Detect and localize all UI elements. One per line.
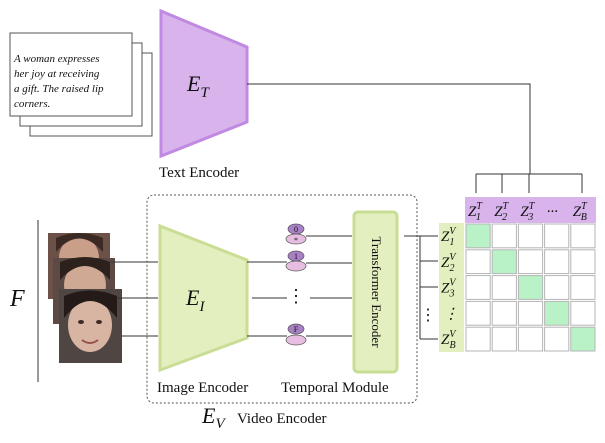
image-encoder-symbol: EI [185,285,205,315]
text-token-bracket [475,173,583,193]
matrix-cell [570,275,596,300]
video-encoder-label: Video Encoder [237,411,326,427]
video-token-bracket-ellipsis: ⋮ [420,307,436,324]
matrix-cell-diagonal [465,223,491,249]
matrix-cell-diagonal [570,326,596,352]
text-encoder-trapezoid [159,8,249,159]
temporal-ellipsis: ⋮ [287,286,305,306]
caption-line-4: corners. [14,98,50,110]
caption-line-2: her joy at receiving [14,68,100,80]
text-encoder-label: Text Encoder [159,165,239,181]
temporal-token-f-label: F [294,325,299,334]
caption-card-front [9,32,133,117]
video-encoder-frame [146,194,418,404]
face-frame-3 [59,289,122,363]
matrix-cell [544,249,570,275]
text-encoder-connector [247,83,531,174]
caption-card-stack: A woman expresses her joy at receiving a… [9,32,153,137]
matrix-cell [570,249,596,275]
matrix-cell [465,275,491,300]
text-token-row-background [465,197,596,223]
image-encoder-trapezoid [158,223,249,373]
image-encoder-label: Image Encoder [157,380,248,396]
matrix-cell [517,326,544,352]
matrix-cell [517,249,544,275]
matrix-cell [465,300,491,326]
text-encoder-symbol: ET [186,71,210,101]
temporal-token-group-f: F [285,323,307,346]
caption-line-3: a gift. The raised lip [14,83,104,95]
matrix-cell [491,223,517,249]
video-token-bracket [419,236,438,340]
caption-line-1: A woman expresses [13,53,100,65]
matrix-cell-diagonal [491,249,517,275]
temporal-token-star-label: * [294,236,298,245]
text-token-4: ··· [547,204,558,220]
transformer-encoder-label: Transformer Encoder [369,236,384,348]
temporal-token-group-0: 0 * [285,223,307,245]
transformer-encoder-box [352,210,399,374]
matrix-cell [491,275,517,300]
temporal-token-1-label: 1 [294,252,298,261]
matrix-cell [465,326,491,352]
matrix-cell [570,300,596,326]
video-token-4: ⋮ [444,306,459,322]
temporal-module-label: Temporal Module [281,380,389,396]
matrix-cell [570,223,596,249]
matrix-cell [544,275,570,300]
matrix-cell [544,223,570,249]
matrix-cell [491,300,517,326]
video-token-column-background [439,223,464,352]
matrix-cell [517,300,544,326]
matrix-cell-diagonal [544,300,570,326]
matrix-cell-diagonal [517,275,544,300]
temporal-token-group-1: 1 [285,250,307,272]
matrix-cell [491,326,517,352]
matrix-cell [517,223,544,249]
temporal-token-0-label: 0 [294,225,298,234]
matrix-cell [465,249,491,275]
video-encoder-symbol: EV [201,403,226,432]
matrix-cell [544,326,570,352]
similarity-matrix [465,223,596,352]
frames-symbol: F [9,286,25,312]
